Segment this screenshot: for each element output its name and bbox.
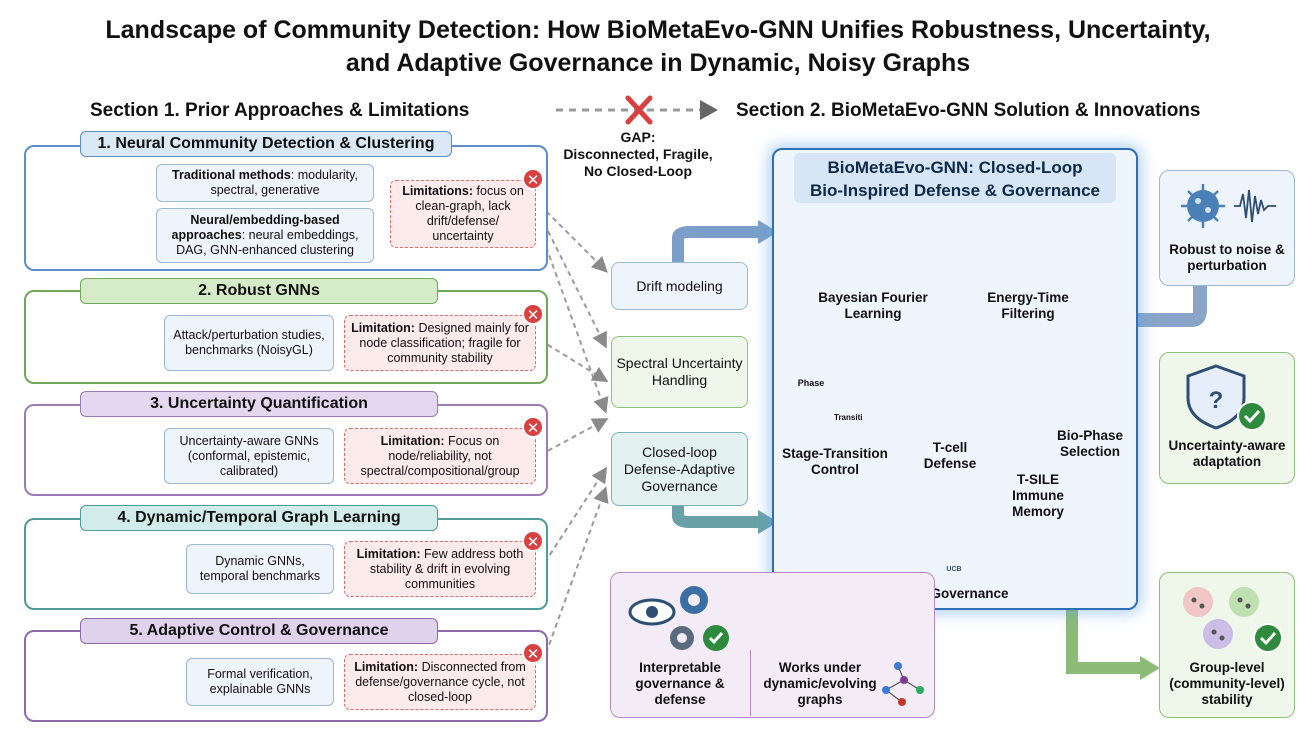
works-under-label: Works under dynamic/evolving graphs [763, 660, 877, 707]
gap-title: GAP: [620, 129, 656, 145]
panel-title-line-1: BioMetaEvo-GNN: Closed-Loop [827, 158, 1083, 177]
limitation-box-4: Limitation: Few address both stability &… [344, 541, 536, 597]
gap-arrow [556, 95, 718, 125]
interpretable-label: Interpretable governance & defense [635, 660, 725, 707]
closed-loop-governance-box: Closed-loop Defense-Adaptive Governance [611, 432, 748, 506]
limitation-text-4: Few address both stability & drift in ev… [369, 546, 524, 591]
approach-heading-1: 1. Neural Community Detection & Clusteri… [80, 131, 452, 157]
limitation-box-2: Limitation: Designed mainly for node cla… [344, 315, 536, 371]
limitation-text-1: focus on clean-graph, lack drift/defense… [415, 184, 524, 243]
bio-phase-label: Bio-Phase Selection [1056, 428, 1124, 459]
neural-embedding-label: Neural/embedding-based approaches [171, 213, 340, 242]
transit-chip: Transiti [834, 413, 863, 422]
robust-info-box: Attack/perturbation studies, benchmarks … [164, 315, 334, 371]
robust-callout [1159, 170, 1295, 286]
traditional-label: Traditional methods [172, 168, 291, 182]
limitation-arrows [539, 204, 609, 671]
tcell-defense-label: T-cell Defense [923, 440, 977, 471]
limitation-box-3: Limitation: Focus on node/reliability, n… [344, 428, 536, 484]
page-title: Landscape of Community Detection: How Bi… [40, 14, 1276, 80]
limitation-text-5: Disconnected from defense/governance cyc… [355, 659, 526, 704]
section1-heading: Section 1. Prior Approaches & Limitation… [90, 100, 470, 121]
flow-arrows [672, 220, 1207, 680]
limitation-x-icon: ✕ [522, 168, 544, 190]
title-line-2: and Adaptive Governance in Dynamic, Nois… [345, 49, 971, 77]
limitation-label-4: Limitation: [356, 546, 421, 561]
bayesian-fourier-label: Bayesian Fourier Learning [818, 290, 928, 321]
callout-divider [750, 650, 751, 716]
traditional-methods-box: Traditional methods: modularity, spectra… [156, 164, 374, 202]
gap-line-3: No Closed-Loop [583, 163, 693, 179]
approach-heading-2: 2. Robust GNNs [80, 278, 438, 304]
approach-heading-3: 3. Uncertainty Quantification [80, 391, 438, 417]
stage-transition-label: Stage-Transition Control [782, 446, 888, 477]
limitation-label-2: Limitation: [351, 320, 415, 335]
spectral-uncertainty-box: Spectral Uncertainty Handling [611, 336, 748, 408]
governance-info-box: Formal verification, explainable GNNs [186, 658, 334, 706]
ucb-chip: UCB [946, 566, 962, 573]
limitation-text-2: Designed mainly for node classification;… [359, 320, 529, 365]
panel-title-line-2: Bio-Inspired Defense & Governance [809, 181, 1101, 200]
uncertainty-info-box: Uncertainty-aware GNNs (conformal, epist… [164, 428, 334, 484]
limitation-box-1: Limitations: focus on clean-graph, lack … [390, 180, 536, 248]
title-line-1: Landscape of Community Detection: How Bi… [105, 16, 1211, 44]
limitation-x-icon: ✕ [522, 642, 544, 664]
phase-chip: Phase [797, 378, 825, 388]
limitation-x-icon: ✕ [522, 530, 544, 552]
group-stability-label: Group-level (community-level) stability [1169, 660, 1285, 707]
neural-embedding-box: Neural/embedding-based approaches: neura… [156, 208, 374, 263]
energy-time-label: Energy-Time Filtering [987, 290, 1069, 321]
robust-label: Robust to noise & perturbation [1169, 242, 1285, 273]
gap-label: GAP: Disconnected, Fragile, No Closed-Lo… [548, 129, 728, 180]
biometaevo-panel [772, 148, 1138, 610]
limitation-x-icon: ✕ [522, 416, 544, 438]
limitation-text-3: Focus on node/reliability, not spectral/… [360, 433, 520, 478]
uncertainty-label: Uncertainty-aware adaptation [1168, 438, 1286, 469]
drift-modeling-box: Drift modeling [611, 262, 748, 310]
section2-heading: Section 2. BioMetaEvo-GNN Solution & Inn… [736, 100, 1201, 121]
traditional-text: : modularity, spectral, generative [210, 168, 358, 197]
interpretable-callout [610, 572, 935, 718]
limitation-box-5: Limitation: Disconnected from defense/go… [344, 654, 536, 710]
tsile-memory-label: T-SILE Immune Memory [1012, 472, 1064, 519]
limitation-x-icon: ✕ [522, 303, 544, 325]
approach-heading-4: 4. Dynamic/Temporal Graph Learning [80, 505, 438, 531]
limitation-label-3: Limitation: [380, 433, 445, 448]
neural-embedding-text: : neural embeddings, DAG, GNN-enhanced c… [176, 228, 359, 257]
gap-line-2: Disconnected, Fragile, [563, 146, 713, 162]
panel-title: BioMetaEvo-GNN: Closed-Loop Bio-Inspired… [794, 153, 1116, 203]
approach-heading-5: 5. Adaptive Control & Governance [80, 618, 438, 644]
dynamic-info-box: Dynamic GNNs, temporal benchmarks [186, 544, 334, 594]
limitation-label-5: Limitation: [354, 659, 419, 674]
limitation-label-1: Limitations: [402, 184, 474, 198]
